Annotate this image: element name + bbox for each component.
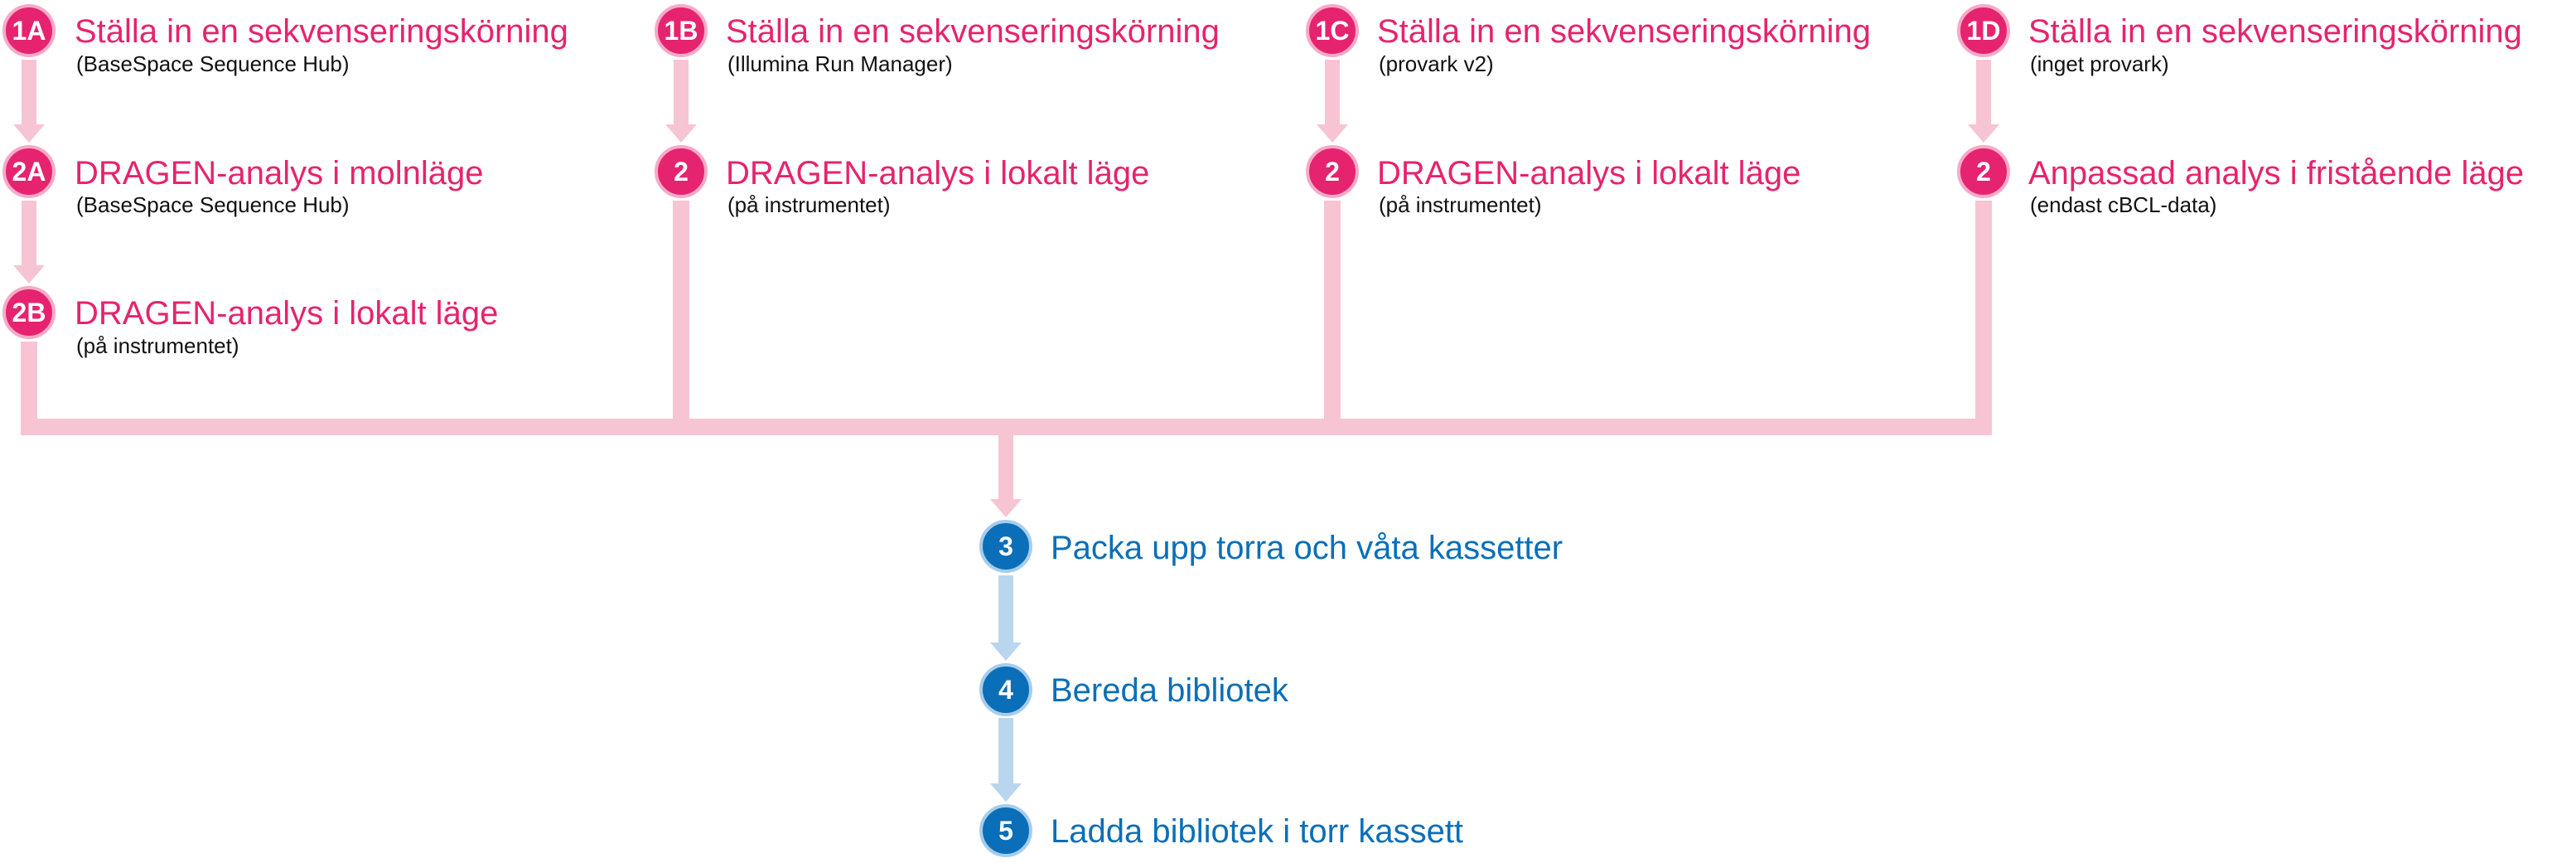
step-subtitle: (på instrumentet) — [76, 333, 239, 358]
step-title: DRAGEN-analys i lokalt läge — [75, 295, 499, 332]
connector-drop-col-b — [673, 201, 689, 433]
step-badge: 2B — [2, 286, 56, 339]
step-badge: 4 — [979, 663, 1032, 716]
connector-drop-col-a — [21, 342, 37, 433]
step-subtitle: (på instrumentet) — [1379, 192, 1542, 217]
step-badge: 2 — [1957, 145, 2010, 198]
connector-arrow-col3-top-arrowhead — [1968, 124, 1999, 143]
step-title: Ställa in en sekvenseringskörning — [2028, 13, 2522, 50]
step-title: DRAGEN-analys i lokalt läge — [726, 155, 1150, 192]
step-title: Ställa in en sekvenseringskörning — [726, 13, 1220, 50]
connector-arrow-col0-top-arrowhead — [13, 124, 45, 143]
connector-arrow-step3-step4-shaft — [998, 575, 1013, 642]
step-title: DRAGEN-analys i molnläge — [75, 155, 484, 192]
connector-arrow-col1-top-arrowhead — [665, 124, 697, 143]
connector-arrow-merge-step3-shaft — [998, 435, 1013, 499]
step-title: Ladda bibliotek i torr kassett — [1051, 813, 1464, 850]
step-subtitle: (BaseSpace Sequence Hub) — [76, 51, 350, 76]
step-subtitle: (endast cBCL-data) — [2030, 192, 2217, 217]
connector-arrow-2a-2b-shaft — [22, 201, 36, 265]
step-subtitle: (BaseSpace Sequence Hub) — [76, 192, 350, 217]
connector-arrow-col1-top-shaft — [674, 60, 689, 124]
step-badge: 1D — [1957, 4, 2010, 57]
step-badge: 1A — [2, 4, 56, 57]
connector-arrow-2a-2b-arrowhead — [13, 265, 45, 284]
step-subtitle: (provark v2) — [1379, 51, 1494, 76]
step-badge: 3 — [979, 520, 1032, 573]
connector-arrow-step4-step5-arrowhead — [990, 783, 1022, 802]
step-subtitle: (Illumina Run Manager) — [727, 51, 953, 76]
step-title: Packa upp torra och våta kassetter — [1051, 530, 1563, 566]
connector-merge-bar — [21, 419, 1992, 435]
step-subtitle: (inget provark) — [2030, 51, 2169, 76]
step-title: Ställa in en sekvenseringskörning — [1377, 13, 1871, 50]
connector-arrow-col2-top-arrowhead — [1317, 124, 1348, 143]
step-badge: 5 — [979, 804, 1032, 857]
step-badge: 1C — [1306, 4, 1359, 57]
step-badge: 2 — [655, 145, 708, 198]
step-badge: 2 — [1306, 145, 1359, 198]
connector-arrow-step3-step4-arrowhead — [990, 642, 1022, 661]
connector-drop-col-d — [1975, 201, 1992, 433]
connector-arrow-col2-top-shaft — [1325, 60, 1340, 124]
step-title: Ställa in en sekvenseringskörning — [75, 13, 568, 50]
connector-arrow-col0-top-shaft — [22, 60, 36, 124]
connector-drop-col-c — [1324, 201, 1341, 433]
step-title: Bereda bibliotek — [1051, 672, 1288, 709]
step-title: DRAGEN-analys i lokalt läge — [1377, 155, 1801, 192]
connector-arrow-merge-step3-arrowhead — [990, 499, 1022, 517]
connector-arrow-step4-step5-shaft — [998, 718, 1013, 783]
step-badge: 1B — [655, 4, 708, 57]
step-badge: 2A — [2, 145, 56, 198]
connector-arrow-col3-top-shaft — [1976, 60, 1991, 124]
step-title: Anpassad analys i fristående läge — [2028, 155, 2525, 192]
step-subtitle: (på instrumentet) — [727, 192, 891, 217]
